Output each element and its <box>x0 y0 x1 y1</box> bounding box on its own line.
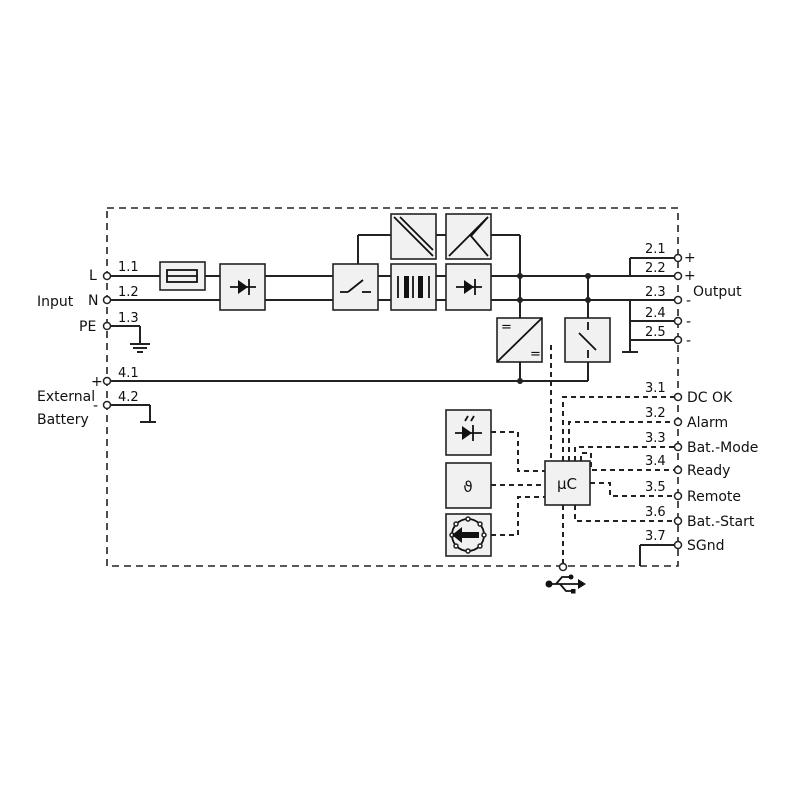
terminal-3-7[interactable] <box>673 540 683 550</box>
signal-remote-label: Remote <box>687 489 741 505</box>
terminal-2-3-sign: - <box>686 293 691 309</box>
terminal-2-1-number: 2.1 <box>645 242 666 257</box>
fuse-block <box>159 261 206 291</box>
signal-dc-ok-label: DC OK <box>687 390 733 406</box>
battery-minus-sign: - <box>93 398 98 414</box>
terminal-3-3[interactable] <box>673 442 683 452</box>
line-l-label: L <box>89 268 97 284</box>
dcdc-in-mark: = <box>501 320 512 335</box>
battery-switch-block <box>564 317 611 363</box>
terminal-3-6-number: 3.6 <box>645 505 666 520</box>
terminal-2-2[interactable] <box>673 271 683 281</box>
terminal-1-3-number: 1.3 <box>118 311 139 326</box>
terminal-1-2[interactable] <box>102 295 112 305</box>
output-rectifier-block <box>445 263 492 311</box>
terminal-1-1-number: 1.1 <box>118 260 139 275</box>
terminal-1-2-number: 1.2 <box>118 285 139 300</box>
terminal-2-4[interactable] <box>673 316 683 326</box>
rectifier-block <box>219 263 266 311</box>
terminal-2-4-sign: - <box>686 314 691 330</box>
signal-sgnd-label: SGnd <box>687 538 725 554</box>
selector-arrow-icon <box>452 527 479 543</box>
external-battery-label-line2: Battery <box>37 412 89 428</box>
battery-plus-sign: + <box>91 374 103 390</box>
terminal-3-4[interactable] <box>673 465 683 475</box>
terminal-3-7-number: 3.7 <box>645 529 666 544</box>
input-label: Input <box>37 294 74 310</box>
terminal-2-2-sign: + <box>684 268 696 284</box>
switch-block <box>332 263 379 311</box>
terminal-4-1-number: 4.1 <box>118 366 139 381</box>
line-n-label: N <box>88 293 98 309</box>
pe-label: PE <box>79 319 96 335</box>
signal-bat-mode-label: Bat.-Mode <box>687 440 758 456</box>
output-terminals <box>673 253 683 345</box>
microcontroller-block: µC <box>544 460 591 506</box>
regulator-block <box>445 213 492 260</box>
terminal-2-2-number: 2.2 <box>645 261 666 276</box>
temperature-sensor-block: ϑ <box>445 462 492 509</box>
usb-icon <box>545 574 586 594</box>
terminal-3-2[interactable] <box>673 417 683 427</box>
signal-ready-label: Ready <box>687 463 730 479</box>
terminal-3-5[interactable] <box>673 491 683 501</box>
device-outline <box>106 207 679 567</box>
transformer-block <box>390 263 437 311</box>
output-label: Output <box>693 284 742 300</box>
terminal-3-6[interactable] <box>673 516 683 526</box>
terminal-2-3[interactable] <box>673 295 683 305</box>
terminal-1-3[interactable] <box>102 321 112 331</box>
terminal-3-1[interactable] <box>673 392 683 402</box>
signal-alarm-label: Alarm <box>687 415 728 431</box>
terminal-2-4-number: 2.4 <box>645 306 666 321</box>
external-battery-label-line1: External <box>37 389 95 405</box>
converter-block <box>390 213 437 260</box>
terminal-2-5-sign: - <box>686 333 691 349</box>
signal-terminals <box>673 392 683 550</box>
dcdc-converter-block: = = <box>496 317 543 363</box>
terminal-4-2-number: 4.2 <box>118 390 139 405</box>
terminal-2-1-sign: + <box>684 250 696 266</box>
temperature-symbol: ϑ <box>463 478 472 496</box>
rotary-selector-block[interactable] <box>445 513 492 557</box>
terminal-2-1[interactable] <box>673 253 683 263</box>
microcontroller-label: µC <box>557 475 577 493</box>
led-indicator-block <box>445 409 492 456</box>
terminal-1-1[interactable] <box>102 271 112 281</box>
terminal-4-2[interactable] <box>102 400 112 410</box>
terminal-2-5[interactable] <box>673 335 683 345</box>
input-terminals <box>102 271 112 410</box>
terminal-2-5-number: 2.5 <box>645 325 666 340</box>
terminal-3-1-number: 3.1 <box>645 381 666 396</box>
terminal-4-1[interactable] <box>102 376 112 386</box>
dcdc-out-mark: = <box>530 347 541 362</box>
terminal-2-3-number: 2.3 <box>645 285 666 300</box>
usb-port[interactable] <box>558 562 568 572</box>
terminal-3-4-number: 3.4 <box>645 454 666 469</box>
terminal-3-3-number: 3.3 <box>645 431 666 446</box>
terminal-3-5-number: 3.5 <box>645 480 666 495</box>
signal-bat-start-label: Bat.-Start <box>687 514 755 530</box>
terminal-3-2-number: 3.2 <box>645 406 666 421</box>
